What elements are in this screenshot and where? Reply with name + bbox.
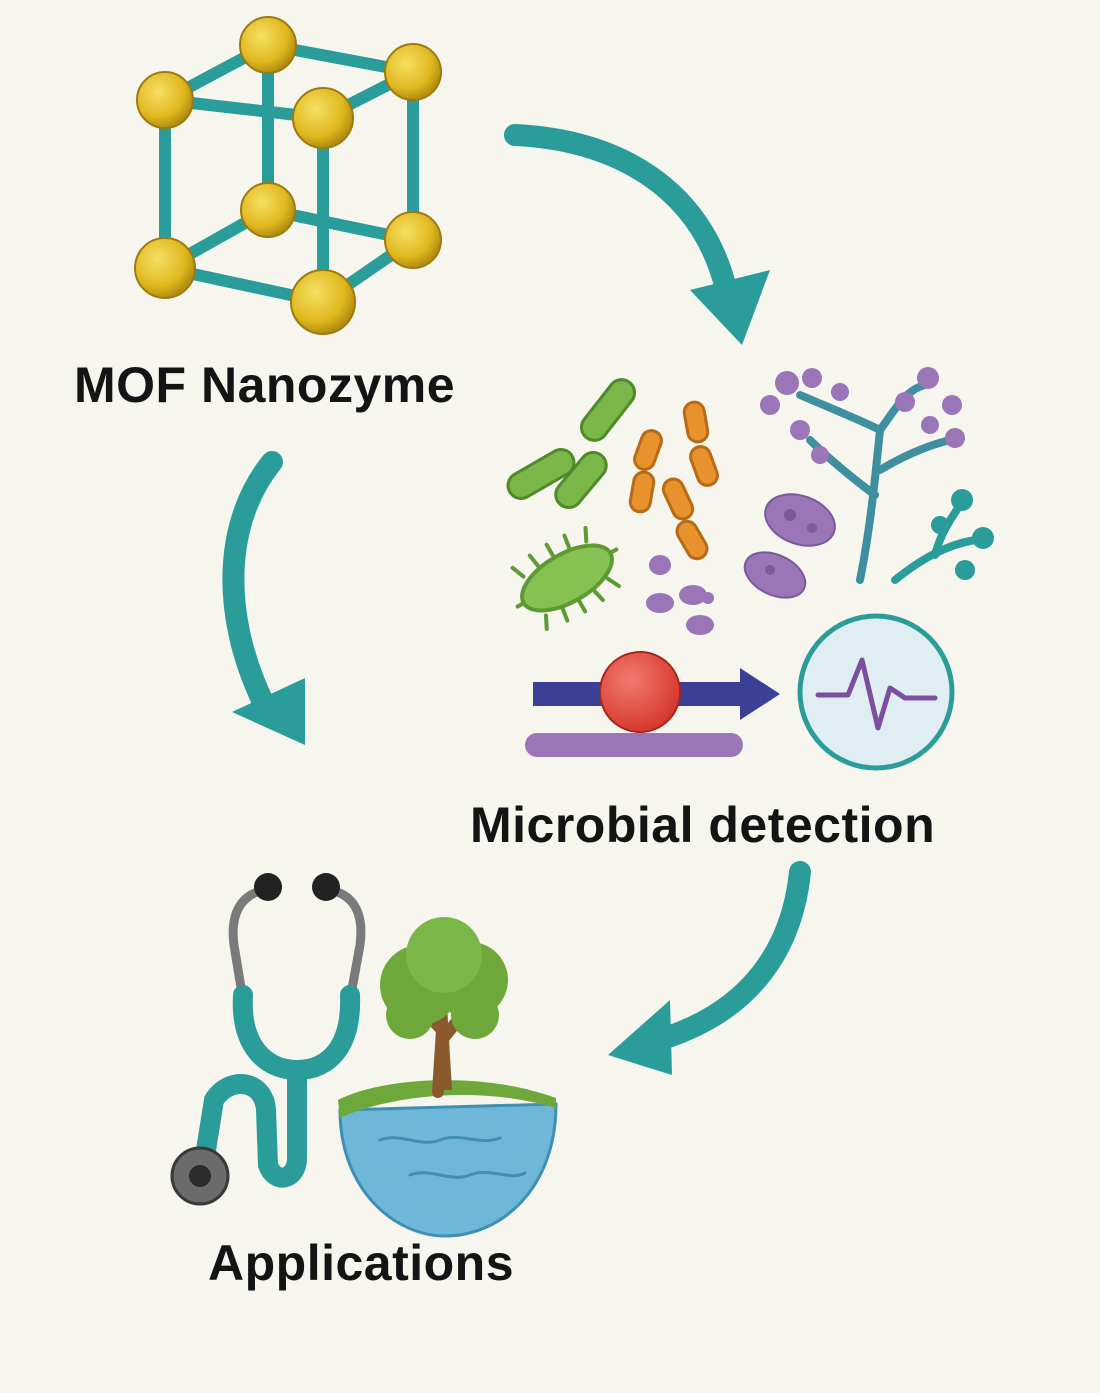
- node-label-applications: Applications: [208, 1235, 515, 1291]
- orange-chain-bacteria: [628, 400, 719, 561]
- node-label-microbial-detection: Microbial detection: [470, 797, 936, 853]
- signal-readout-icon: [797, 613, 955, 771]
- fungal-hyphae: [796, 381, 954, 584]
- microbes-and-sensor-icon: [506, 367, 994, 771]
- spiky-bacterium: [510, 526, 622, 631]
- stethoscope-icon: [170, 873, 366, 1206]
- node-label-mof-nanozyme: MOF Nanozyme: [74, 357, 456, 413]
- arrow-microbial-to-applications: [608, 861, 811, 1075]
- environment-globe-icon: [338, 917, 558, 1238]
- stethoscope-and-environment-icon: [170, 873, 558, 1238]
- fungal-spores: [760, 367, 965, 464]
- arrow-mof-to-applications: [222, 451, 305, 745]
- mof-lattice-icon: [134, 16, 442, 335]
- arrow-mof-to-microbial: [504, 124, 770, 345]
- purple-oval-cells: [743, 493, 836, 599]
- sensor-particle-track: [525, 651, 780, 757]
- green-rod-bacteria: [506, 378, 637, 510]
- purple-cocci: [646, 555, 714, 635]
